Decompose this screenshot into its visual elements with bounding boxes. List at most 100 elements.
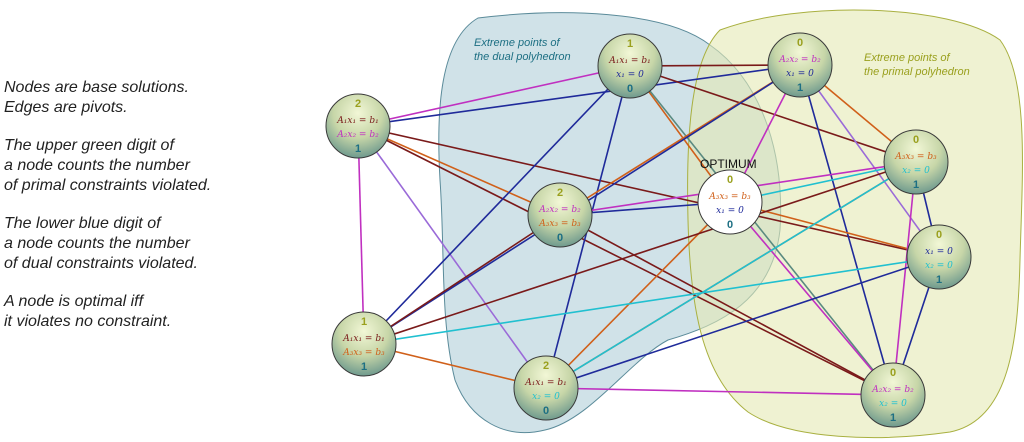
legend-paragraph-1: Nodes are base solutions. Edges are pivo… bbox=[4, 78, 274, 118]
legend: Nodes are base solutions. Edges are pivo… bbox=[4, 78, 274, 350]
primal-violation-digit: 1 bbox=[627, 38, 633, 50]
primal-violation-digit: 2 bbox=[557, 187, 563, 199]
dual-region-label: Extreme points of the dual polyhedron bbox=[474, 37, 571, 63]
dual-violation-digit: 1 bbox=[936, 274, 942, 286]
primal-violation-digit: 1 bbox=[361, 316, 367, 328]
legend-line: The upper green digit of bbox=[4, 137, 174, 154]
pivot-edge-n6-n10 bbox=[892, 161, 917, 396]
primal-violation-digit: 0 bbox=[890, 367, 896, 379]
node-circle bbox=[767, 32, 833, 98]
node-equation-2: A₂x₂ = b₂ bbox=[336, 130, 379, 140]
legend-paragraph-3: The lower blue digit of a node counts th… bbox=[4, 214, 274, 274]
dual-violation-digit: 0 bbox=[543, 405, 549, 417]
node-equation-2: x₂ = 0 bbox=[925, 261, 953, 271]
node-circle bbox=[697, 169, 763, 235]
node-equation-1: A₃x₃ = b₃ bbox=[894, 152, 937, 162]
node-equation-1: A₁x₁ = b₁ bbox=[608, 56, 650, 66]
pivot-edge-n7-n8 bbox=[363, 256, 940, 345]
primal-violation-digit: 0 bbox=[797, 37, 803, 49]
pivot-edge-n3-n10 bbox=[357, 125, 894, 396]
legend-paragraph-2: The upper green digit of a node counts t… bbox=[4, 136, 274, 196]
pivot-edge-n6-n8 bbox=[363, 161, 917, 345]
primal-region-label-line-1: Extreme points of bbox=[864, 52, 951, 64]
node-equation-2: A₃x₃ = b₃ bbox=[342, 348, 385, 358]
pivot-edge-n3-n4 bbox=[357, 125, 561, 216]
dual-violation-digit: 1 bbox=[913, 179, 919, 191]
dual-violation-digit: 1 bbox=[361, 361, 367, 373]
primal-region-label: Extreme points of the primal polyhedron bbox=[864, 52, 970, 78]
legend-line: of dual constraints violated. bbox=[4, 255, 198, 272]
node-equation-1: A₂x₂ = b₂ bbox=[871, 385, 914, 395]
dual-violation-digit: 1 bbox=[355, 143, 361, 155]
dual-region-label-line-2: the dual polyhedron bbox=[474, 51, 571, 63]
legend-line: a node counts the number bbox=[4, 235, 190, 252]
legend-line: Edges are pivots. bbox=[4, 99, 128, 116]
primal-violation-digit: 0 bbox=[913, 134, 919, 146]
node-circle bbox=[597, 33, 663, 99]
pivot-edge-n4-n8 bbox=[363, 214, 561, 345]
pivot-edge-n3-n2 bbox=[357, 64, 801, 127]
node-equation-2: x₁ = 0 bbox=[616, 70, 644, 80]
pivot-edge-n5-n10 bbox=[729, 201, 894, 396]
pivot-edge-n3-n7 bbox=[357, 125, 940, 258]
node-equation-2: x₁ = 0 bbox=[786, 69, 814, 79]
pivot-edge-n3-n8 bbox=[357, 125, 365, 345]
primal-violation-digit: 0 bbox=[727, 174, 733, 186]
pivot-edge-n9-n6 bbox=[545, 161, 917, 389]
node-circle bbox=[527, 182, 593, 248]
node-equation-2: x₁ = 0 bbox=[716, 206, 744, 216]
optimum-label: OPTIMUM bbox=[700, 157, 757, 171]
legend-line: A node is optimal iff bbox=[4, 293, 144, 310]
node-equation-2: x₂ = 0 bbox=[902, 166, 930, 176]
primal-violation-digit: 0 bbox=[936, 229, 942, 241]
dual-violation-digit: 1 bbox=[797, 82, 803, 94]
pivot-edge-n4-n10 bbox=[559, 214, 894, 396]
dual-violation-digit: 0 bbox=[727, 219, 733, 231]
node-equation-2: x₂ = 0 bbox=[879, 399, 907, 409]
pivot-edge-n2-n10 bbox=[799, 64, 894, 396]
node-equation-2: A₃x₃ = b₃ bbox=[538, 219, 581, 229]
pivot-edge-n1-n8 bbox=[363, 65, 631, 345]
primal-region-label-line-2: the primal polyhedron bbox=[864, 66, 970, 78]
node-circle bbox=[906, 224, 972, 290]
pivot-edge-n2-n7 bbox=[799, 64, 940, 258]
node-equation-1: A₁x₁ = b₁ bbox=[524, 378, 566, 388]
node-equation-2: x₂ = 0 bbox=[532, 392, 560, 402]
node-circle bbox=[883, 129, 949, 195]
node-circle bbox=[325, 93, 391, 159]
node-equation-1: A₂x₂ = b₂ bbox=[538, 205, 581, 215]
primal-violation-digit: 2 bbox=[355, 98, 361, 110]
dual-violation-digit: 0 bbox=[627, 83, 633, 95]
pivot-edge-n9-n10 bbox=[545, 387, 894, 396]
dual-region-label-line-1: Extreme points of bbox=[474, 37, 561, 49]
node-equation-1: A₁x₁ = b₁ bbox=[342, 334, 384, 344]
primal-violation-digit: 2 bbox=[543, 360, 549, 372]
node-circle bbox=[860, 362, 926, 428]
primal-region bbox=[687, 9, 1023, 438]
dual-violation-digit: 1 bbox=[890, 412, 896, 424]
node-equation-1: A₁x₁ = b₁ bbox=[336, 116, 378, 126]
pivot-edge-n1-n10 bbox=[629, 65, 894, 396]
node-equation-1: A₃x₃ = b₃ bbox=[708, 192, 751, 202]
pivot-edge-n7-n9 bbox=[545, 256, 940, 389]
legend-line: Nodes are base solutions. bbox=[4, 79, 189, 96]
node-circle bbox=[513, 355, 579, 421]
node-circle bbox=[331, 311, 397, 377]
pivot-edge-n1-n6 bbox=[629, 65, 917, 163]
legend-line: a node counts the number bbox=[4, 157, 190, 174]
node-n7: 0x₁ = 0x₂ = 01 bbox=[906, 224, 972, 290]
dual-violation-digit: 0 bbox=[557, 232, 563, 244]
pivot-edge-n3-n9 bbox=[357, 125, 547, 389]
node-equation-1: A₂x₂ = b₂ bbox=[778, 55, 821, 65]
